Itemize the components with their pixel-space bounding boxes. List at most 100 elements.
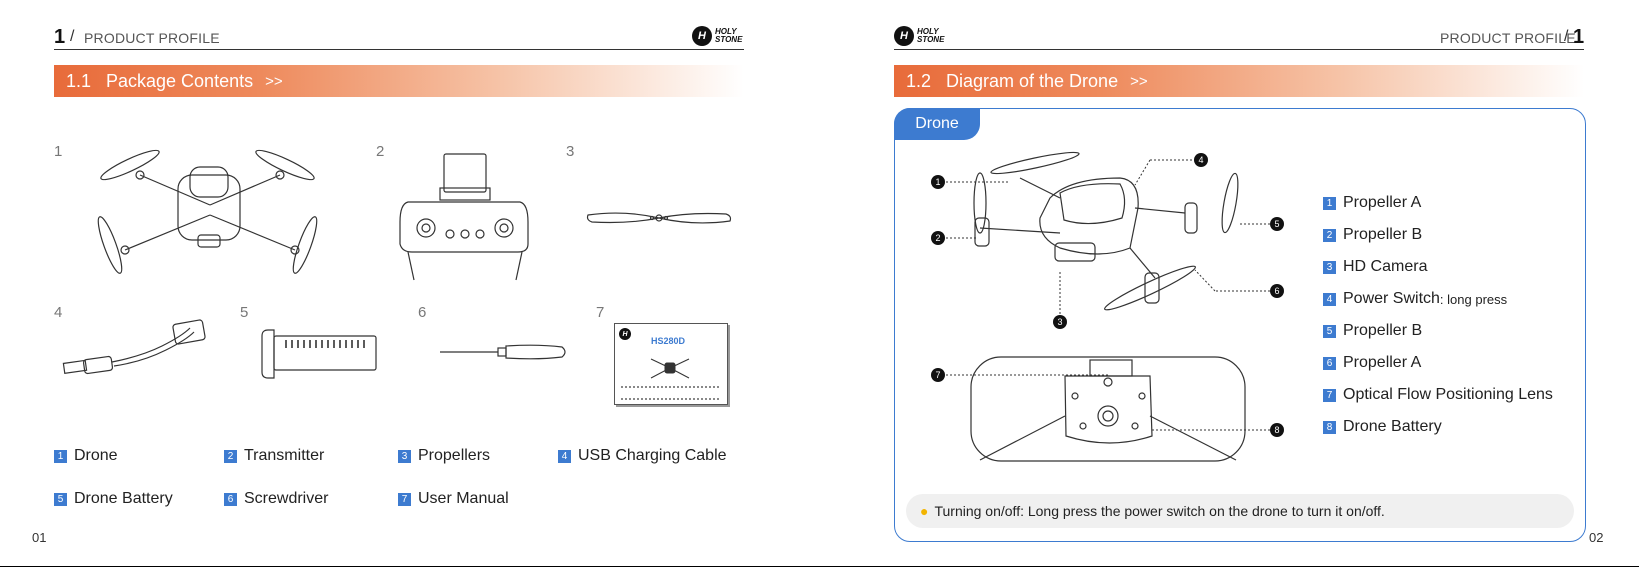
propeller-illustration [586, 212, 732, 224]
part-label-8: Drone Battery [1343, 418, 1442, 435]
item-number-6: 6 [418, 304, 427, 321]
left-header-rule [54, 49, 744, 50]
left-header-number: 1 [54, 26, 66, 48]
left-section-arrows: >> [265, 72, 283, 90]
manual-model-text: HS280D [651, 336, 686, 346]
legend-item-battery: 5 Drone Battery [54, 490, 173, 508]
part-item-4: 4 Power Switch: long press [1323, 290, 1507, 308]
item-number-2: 2 [376, 143, 385, 160]
item-number-7: 7 [596, 304, 605, 321]
item-number-4: 4 [54, 304, 63, 321]
legend-item-drone: 1 Drone [54, 447, 118, 465]
legend-label-battery: Drone Battery [74, 490, 173, 507]
battery-illustration [261, 329, 377, 379]
callout-5: 5 [1270, 217, 1284, 231]
part-item-7: 7 Optical Flow Positioning Lens [1323, 386, 1553, 404]
left-section-banner: 1.1 Package Contents >> [54, 65, 744, 97]
part-number-5: 5 [1323, 324, 1336, 338]
drone-bottom-view [970, 356, 1246, 462]
part-label-7: Optical Flow Positioning Lens [1343, 386, 1553, 403]
right-section-number: 1.2 [906, 70, 932, 91]
manual-drone-icon [650, 358, 690, 379]
part-label-1: Propeller A [1343, 194, 1422, 211]
drone-tab: Drone [894, 108, 980, 140]
legend-label-usb-cable: USB Charging Cable [578, 447, 727, 464]
legend-number-1: 1 [54, 449, 67, 463]
part-item-2: 2 Propeller B [1323, 226, 1422, 244]
callout-2: 2 [931, 231, 945, 245]
item-number-1: 1 [54, 143, 63, 160]
item-number-5: 5 [240, 304, 249, 321]
drone-diagram-panel [894, 108, 1586, 542]
brand-mark-icon: H [894, 26, 914, 46]
part-item-3: 3 HD Camera [1323, 258, 1427, 276]
legend-item-usb-cable: 4 USB Charging Cable [558, 447, 727, 465]
user-manual-illustration: H HS280D [614, 323, 728, 405]
manual-text-lines [621, 386, 719, 400]
left-header-slash: / [70, 28, 75, 45]
part-label-6: Propeller A [1343, 354, 1422, 371]
drone-illustration [97, 149, 318, 274]
legend-label-propellers: Propellers [418, 447, 491, 464]
drone-diagram-illustration [973, 151, 1239, 311]
screwdriver-illustration [440, 344, 566, 360]
item-number-3: 3 [566, 143, 575, 160]
right-brand-logo: H HOLY STONE [894, 26, 951, 46]
left-brand-logo: H HOLY STONE [692, 26, 749, 46]
right-header-number: 1 [1573, 26, 1585, 48]
legend-label-transmitter: Transmitter [244, 447, 325, 464]
legend-label-drone: Drone [74, 447, 118, 464]
right-header-label: PRODUCT PROFILE [1440, 30, 1576, 46]
manual-brand-icon: H [619, 328, 631, 340]
part-number-1: 1 [1323, 196, 1336, 210]
part-item-5: 5 Propeller B [1323, 322, 1422, 340]
usb-cable-illustration [62, 319, 206, 375]
right-section-title: Diagram of the Drone [946, 70, 1119, 91]
part-item-8: 8 Drone Battery [1323, 418, 1442, 436]
part-note-4: : long press [1439, 291, 1508, 307]
part-item-1: 1 Propeller A [1323, 194, 1421, 212]
part-number-2: 2 [1323, 228, 1336, 242]
legend-label-user-manual: User Manual [418, 490, 509, 507]
part-number-7: 7 [1323, 388, 1336, 402]
legend-number-3: 3 [398, 449, 411, 463]
legend-number-6: 6 [224, 492, 237, 506]
legend-label-screwdriver: Screwdriver [244, 490, 329, 507]
part-number-4: 4 [1323, 292, 1336, 306]
right-header-rule [894, 49, 1584, 50]
legend-number-5: 5 [54, 492, 67, 506]
legend-number-4: 4 [558, 449, 571, 463]
left-section-number: 1.1 [66, 70, 92, 91]
page-bottom-rule [0, 566, 1639, 567]
callout-1: 1 [931, 175, 945, 189]
legend-item-screwdriver: 6 Screwdriver [224, 490, 328, 508]
brand-text: HOLY STONE [917, 27, 945, 44]
transmitter-illustration [399, 153, 529, 281]
callout-7: 7 [931, 368, 945, 382]
right-page-number: 02 [1589, 530, 1604, 545]
right-header-slash: / [1564, 28, 1569, 45]
callout-3: 3 [1053, 315, 1067, 329]
part-number-8: 8 [1323, 420, 1336, 434]
part-number-6: 6 [1323, 356, 1336, 370]
right-section-arrows: >> [1130, 72, 1148, 90]
part-label-3: HD Camera [1343, 258, 1428, 275]
tip-text: Turning on/off: Long press the power swi… [934, 503, 1385, 519]
part-item-6: 6 Propeller A [1323, 354, 1421, 372]
legend-number-2: 2 [224, 449, 237, 463]
part-label-4: Power Switch [1343, 290, 1440, 307]
legend-item-transmitter: 2 Transmitter [224, 447, 324, 465]
part-label-5: Propeller B [1343, 322, 1423, 339]
callout-8: 8 [1270, 423, 1284, 437]
part-number-3: 3 [1323, 260, 1336, 274]
brand-mark-icon: H [692, 26, 712, 46]
lightbulb-icon: ● [920, 503, 929, 519]
left-page-number: 01 [32, 530, 47, 545]
brand-text: HOLY STONE [715, 27, 743, 44]
callout-6: 6 [1270, 284, 1284, 298]
right-section-banner: 1.2 Diagram of the Drone >> [894, 65, 1584, 97]
tip-box: ● Turning on/off: Long press the power s… [906, 494, 1574, 528]
part-label-2: Propeller B [1343, 226, 1423, 243]
legend-item-propellers: 3 Propellers [398, 447, 490, 465]
